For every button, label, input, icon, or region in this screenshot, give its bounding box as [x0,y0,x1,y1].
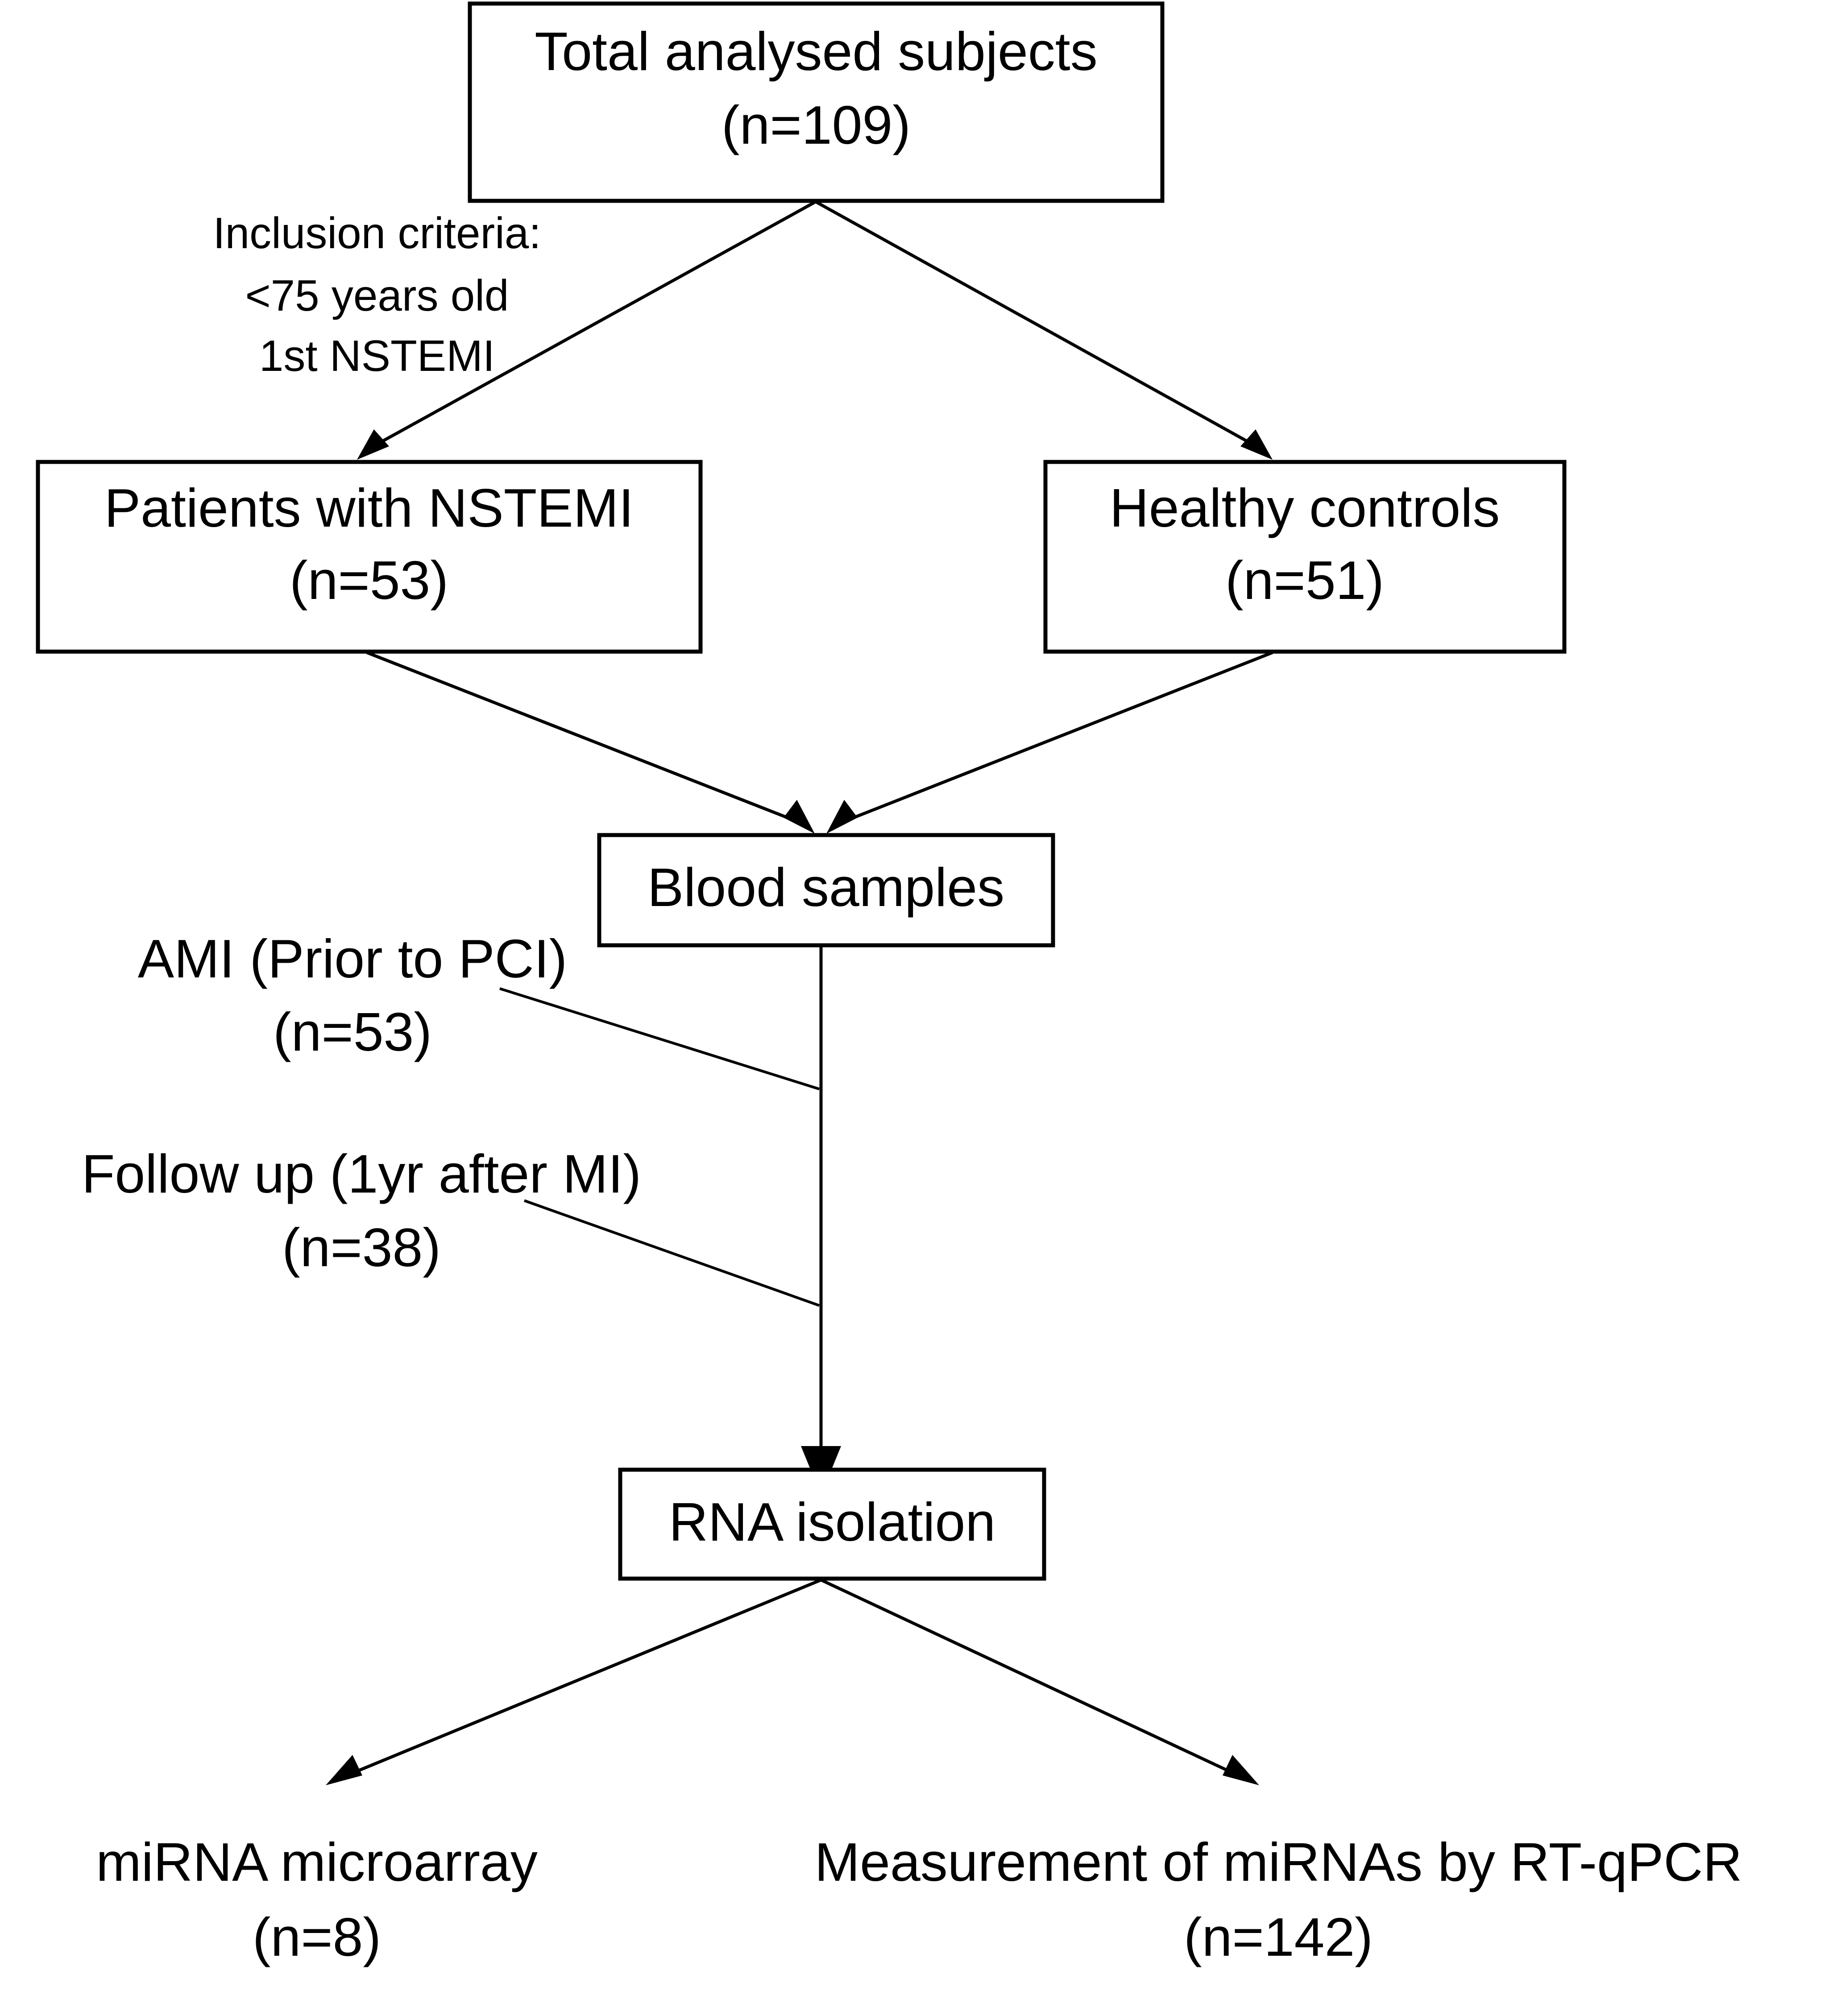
node-rna-line1: RNA isolation [669,1492,995,1552]
node-total-analysed-subjects[interactable]: Total analysed subjects (n=109) [468,1,1165,203]
annotation-follow-up: Follow up (1yr after MI) (n=38) [82,1143,641,1278]
annotation-inclusion-line3: 1st NSTEMI [259,331,495,380]
node-patients-with-nstemi[interactable]: Patients with NSTEMI (n=53) [36,460,703,654]
node-nstemi-line1: Patients with NSTEMI [104,478,634,538]
node-rna-isolation[interactable]: RNA isolation [618,1467,1046,1581]
annotation-inclusion-criteria: Inclusion criteria: <75 years old 1st NS… [213,208,541,380]
node-total-line2: (n=109) [722,95,911,155]
leaf-microarray-line1: miRNA microarray [96,1832,538,1892]
node-nstemi-line2: (n=53) [290,550,448,611]
edge-nstemi-to-blood [366,651,815,834]
node-healthy-controls[interactable]: Healthy controls (n=51) [1043,460,1567,654]
node-total-line1: Total analysed subjects [535,21,1097,82]
edge-rna-to-rtqpcr [820,1578,1259,1785]
node-box-blood[interactable] [597,833,1055,948]
annotation-inclusion-line1: Inclusion criteria: [213,208,541,258]
arrowhead-icon [326,1755,362,1785]
node-blood-samples[interactable]: Blood samples [597,833,1055,948]
node-controls-line2: (n=51) [1225,550,1384,611]
leaf-rtqpcr-line2: (n=142) [1184,1907,1373,1967]
edge-followup-annotation [523,1199,820,1307]
annotation-followup-line2: (n=38) [282,1217,441,1278]
arrowhead-icon [826,800,858,834]
node-blood-line1: Blood samples [647,857,1004,918]
leaf-mirna-microarray: miRNA microarray (n=8) [96,1832,538,1967]
leaf-microarray-line2: (n=8) [253,1907,381,1967]
annotation-ami-prior-to-pci: AMI (Prior to PCI) (n=53) [138,928,568,1062]
arrowhead-icon [784,800,815,834]
annotation-ami-line1: AMI (Prior to PCI) [138,928,568,989]
arrowhead-icon [1223,1755,1259,1785]
edge-blood-to-rna [801,946,841,1495]
node-box-nstemi[interactable] [36,460,703,654]
annotation-ami-line2: (n=53) [273,1002,432,1062]
arrowhead-icon [357,429,389,460]
annotation-followup-line1: Follow up (1yr after MI) [82,1143,641,1204]
node-controls-line1: Healthy controls [1110,478,1500,538]
edge-total-to-nstemi [357,200,817,460]
node-box-controls[interactable] [1043,460,1567,654]
leaf-measurement-rt-qpcr: Measurement of miRNAs by RT-qPCR (n=142) [814,1832,1742,1967]
edge-ami-annotation [499,987,820,1090]
edge-rna-to-microarray [326,1578,822,1785]
edge-controls-to-blood [826,651,1273,834]
leaf-rtqpcr-line1: Measurement of miRNAs by RT-qPCR [814,1832,1742,1892]
annotation-inclusion-line2: <75 years old [245,271,509,320]
arrowhead-icon [1240,429,1273,460]
edge-total-to-controls [815,200,1273,460]
node-box-total[interactable] [468,1,1165,203]
node-box-rna[interactable] [618,1467,1046,1581]
